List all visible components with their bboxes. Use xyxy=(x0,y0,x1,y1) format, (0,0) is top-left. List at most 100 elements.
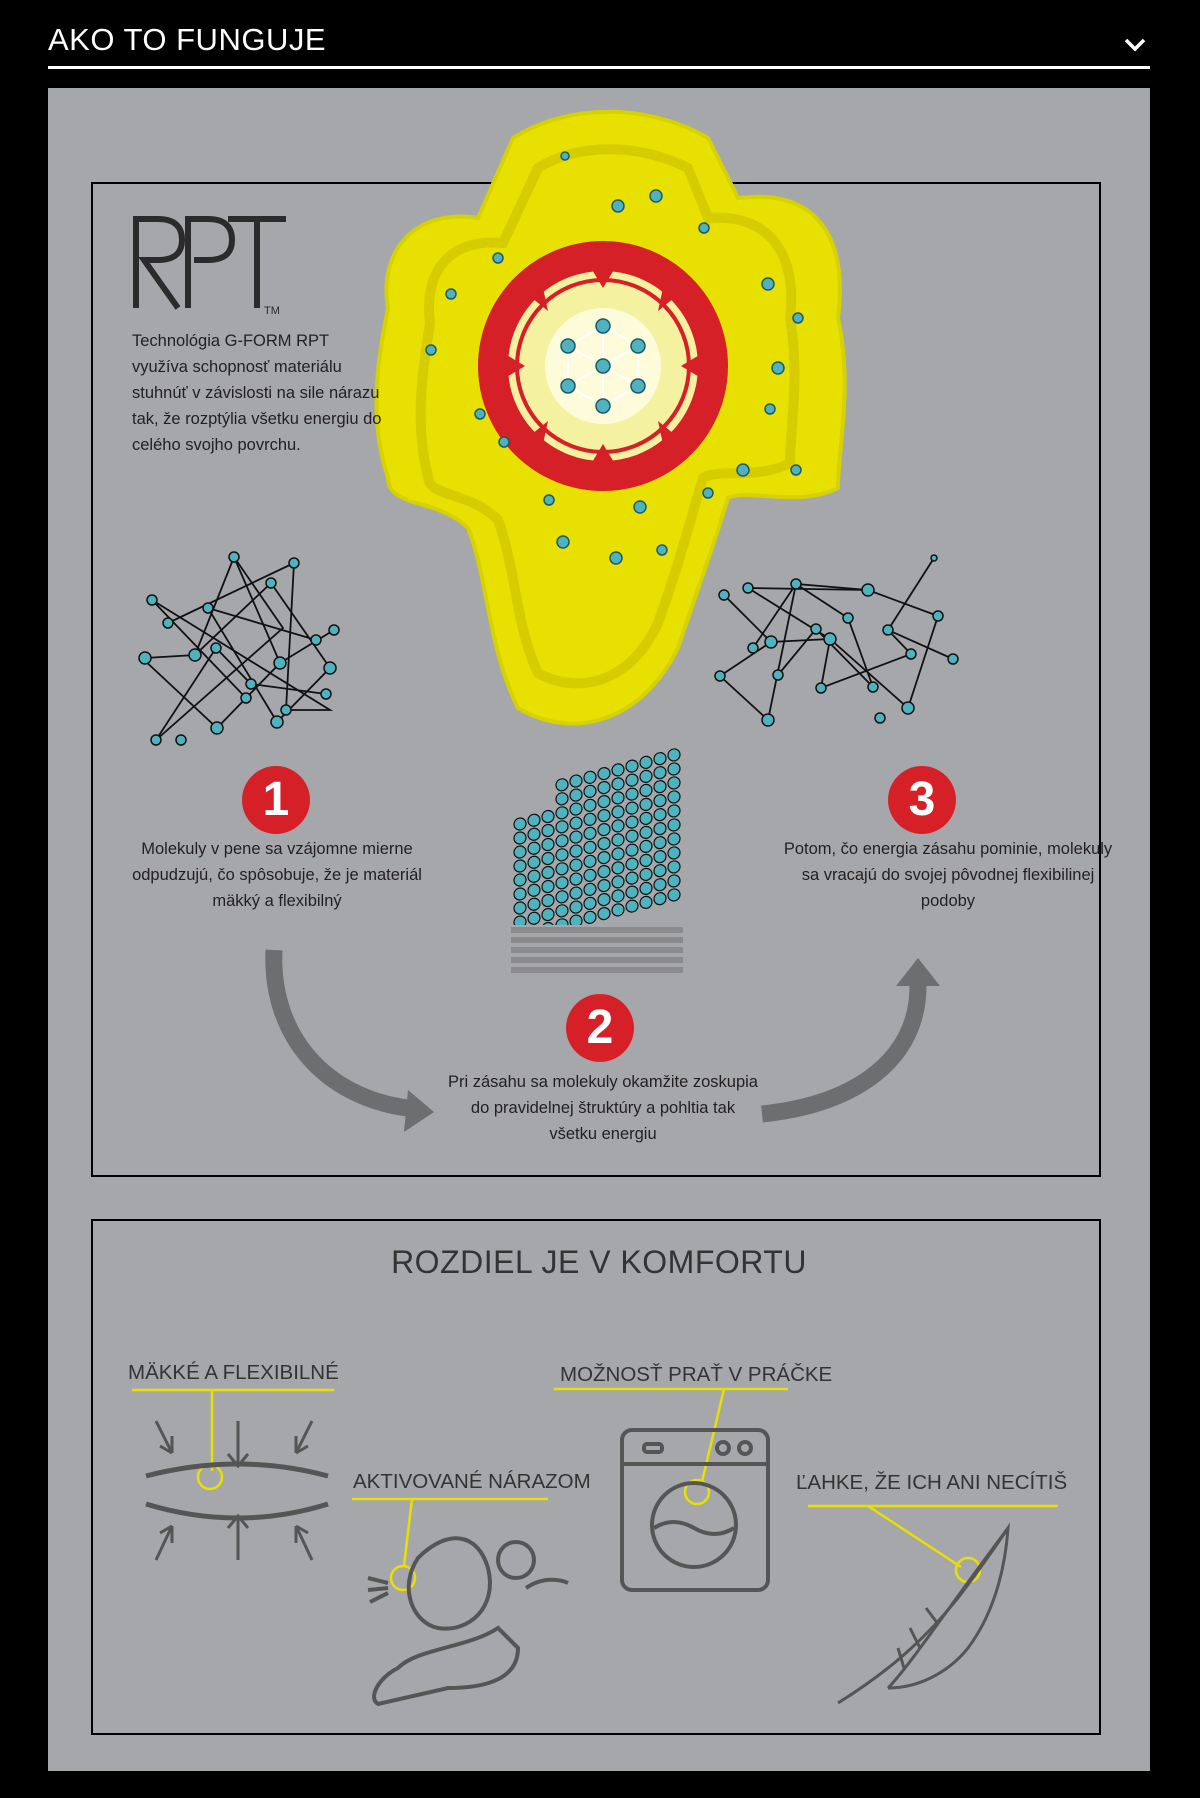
packed-molecule xyxy=(541,809,555,824)
packed-molecule xyxy=(541,879,555,894)
packed-molecule xyxy=(569,830,583,844)
packed-molecule xyxy=(541,907,555,922)
packed-molecule xyxy=(569,858,583,872)
feature-label-lightweight: ĽAHKE, ŽE ICH ANI NECÍTIŠ xyxy=(796,1471,1068,1494)
packed-molecule xyxy=(555,904,569,918)
packed-molecule xyxy=(583,770,597,784)
airbag-impact-icon xyxy=(352,1497,569,1707)
packed-molecule xyxy=(611,819,625,833)
packed-molecule xyxy=(569,844,583,858)
packed-molecule xyxy=(639,867,653,882)
packed-molecule xyxy=(513,873,527,887)
illustrations: TM xyxy=(132,109,1058,1707)
packed-molecule xyxy=(611,847,625,861)
packed-molecule xyxy=(639,811,653,826)
packed-molecule xyxy=(653,878,667,892)
packed-molecule xyxy=(611,777,625,791)
feature-label-washable: MOŽNOSŤ PRAŤ V PRÁČKE xyxy=(560,1363,833,1386)
packed-molecule xyxy=(583,854,597,868)
packed-molecule xyxy=(667,776,681,790)
chevron-down-icon[interactable] xyxy=(1122,32,1148,58)
step-1-text: Molekuly v pene sa vzájomne mierne odpud… xyxy=(132,840,422,910)
packed-molecule xyxy=(583,868,597,882)
packed-molecule xyxy=(653,794,667,808)
packed-molecule xyxy=(569,816,583,830)
packed-molecule xyxy=(667,846,681,860)
packed-molecule xyxy=(569,788,583,802)
rpt-logo xyxy=(133,216,286,310)
packed-molecule xyxy=(639,881,653,896)
packed-molecule xyxy=(527,897,541,911)
packed-molecule xyxy=(569,802,583,816)
packed-molecule xyxy=(667,748,681,762)
packed-molecule xyxy=(611,889,625,903)
packed-molecule xyxy=(639,895,653,910)
packed-molecule xyxy=(513,859,527,873)
packed-molecule xyxy=(541,823,555,838)
packed-molecule xyxy=(583,882,597,896)
packed-molecule xyxy=(611,833,625,847)
packed-molecule xyxy=(667,888,681,902)
packed-molecule xyxy=(639,769,653,784)
packed-molecule xyxy=(569,900,583,914)
packed-molecule xyxy=(527,883,541,897)
packed-molecule xyxy=(541,837,555,852)
packed-molecule xyxy=(611,861,625,875)
packed-molecule xyxy=(527,813,541,827)
packed-molecule xyxy=(555,820,569,834)
packed-molecule xyxy=(555,862,569,876)
section-header-toggle[interactable]: AKO TO FUNGUJE xyxy=(48,20,1150,69)
packed-molecule xyxy=(527,855,541,869)
packed-molecule xyxy=(527,841,541,855)
packed-molecule xyxy=(667,790,681,804)
packed-molecule xyxy=(597,892,611,907)
packed-molecule xyxy=(583,826,597,840)
packed-molecule xyxy=(541,865,555,880)
packed-molecule xyxy=(611,763,625,777)
packed-molecule xyxy=(639,797,653,812)
packed-molecule xyxy=(625,773,639,787)
packed-molecule xyxy=(569,886,583,900)
packed-molecule xyxy=(625,843,639,857)
packed-molecule xyxy=(653,836,667,850)
arrow-step2-to-3-head xyxy=(896,958,940,986)
packed-molecule xyxy=(625,857,639,871)
packed-molecule xyxy=(653,752,667,766)
packed-molecule xyxy=(541,893,555,908)
packed-molecule xyxy=(625,899,639,913)
step-2-text: Pri zásahu sa molekuly okamžite zoskupia… xyxy=(448,1073,758,1143)
packed-molecule xyxy=(597,906,611,921)
packed-molecule xyxy=(583,812,597,826)
packed-molecule xyxy=(625,759,639,773)
loose-molecules-illustration xyxy=(141,554,335,741)
packed-molecule xyxy=(625,801,639,815)
packed-molecule xyxy=(597,794,611,809)
packed-molecule xyxy=(625,829,639,843)
packed-molecule xyxy=(597,808,611,823)
packed-molecule xyxy=(639,839,653,854)
packed-molecule xyxy=(555,834,569,848)
comfort-box xyxy=(91,1219,1101,1735)
packed-molecules-illustration xyxy=(513,748,681,943)
packed-molecule xyxy=(569,774,583,788)
packed-molecule xyxy=(597,850,611,865)
packed-molecule xyxy=(555,876,569,890)
packed-molecule xyxy=(513,901,527,915)
packed-molecule xyxy=(583,784,597,798)
arrow-step1-to-2 xyxy=(265,949,410,1117)
packed-molecule xyxy=(667,818,681,832)
packed-molecule xyxy=(513,831,527,845)
packed-molecule xyxy=(653,822,667,836)
packed-molecule xyxy=(667,832,681,846)
packed-molecule xyxy=(639,825,653,840)
packed-molecule xyxy=(611,875,625,889)
packed-molecule xyxy=(513,845,527,859)
packed-molecule xyxy=(653,766,667,780)
washing-machine-icon xyxy=(554,1387,788,1592)
packed-molecule xyxy=(583,896,597,910)
packed-molecule xyxy=(667,874,681,888)
feature-label-soft: MÄKKÉ A FLEXIBILNÉ xyxy=(128,1361,339,1384)
step-3-text: Potom, čo energia zásahu pominie, moleku… xyxy=(783,840,1113,910)
packed-molecule xyxy=(597,766,611,781)
rpt-intro-text: Technológia G-FORM RPT využíva schopnosť… xyxy=(132,332,382,454)
